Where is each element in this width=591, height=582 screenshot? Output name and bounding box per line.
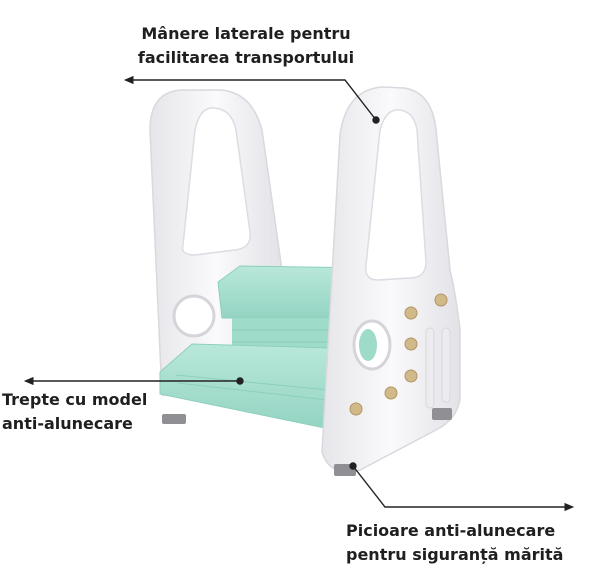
right-slot: [425, 327, 435, 409]
right-side-frame: [321, 86, 461, 473]
bolt-icons: [349, 293, 448, 416]
callout-handles-label: Mânere laterale pentru facilitarea trans…: [130, 22, 362, 70]
left-handle-opening: [181, 107, 251, 256]
callout-handles-line1: Mânere laterale pentru: [141, 24, 351, 43]
callout-steps-label: Trepte cu model anti-alunecare: [2, 388, 147, 436]
callout-feet-line1: Picioare anti-alunecare: [346, 521, 556, 540]
left-round-hole: [172, 294, 216, 338]
callout-steps-line1: Trepte cu model: [2, 390, 148, 409]
right-handle-opening: [365, 109, 427, 281]
callout-handles-line2: facilitarea transportului: [137, 48, 355, 67]
callout-steps-line2: anti-alunecare: [2, 414, 133, 433]
callout-lines: [23, 75, 575, 512]
callout-feet-label: Picioare anti-alunecare pentru siguranță…: [346, 519, 563, 567]
callout-feet-line2: pentru siguranță mărită: [346, 545, 564, 564]
